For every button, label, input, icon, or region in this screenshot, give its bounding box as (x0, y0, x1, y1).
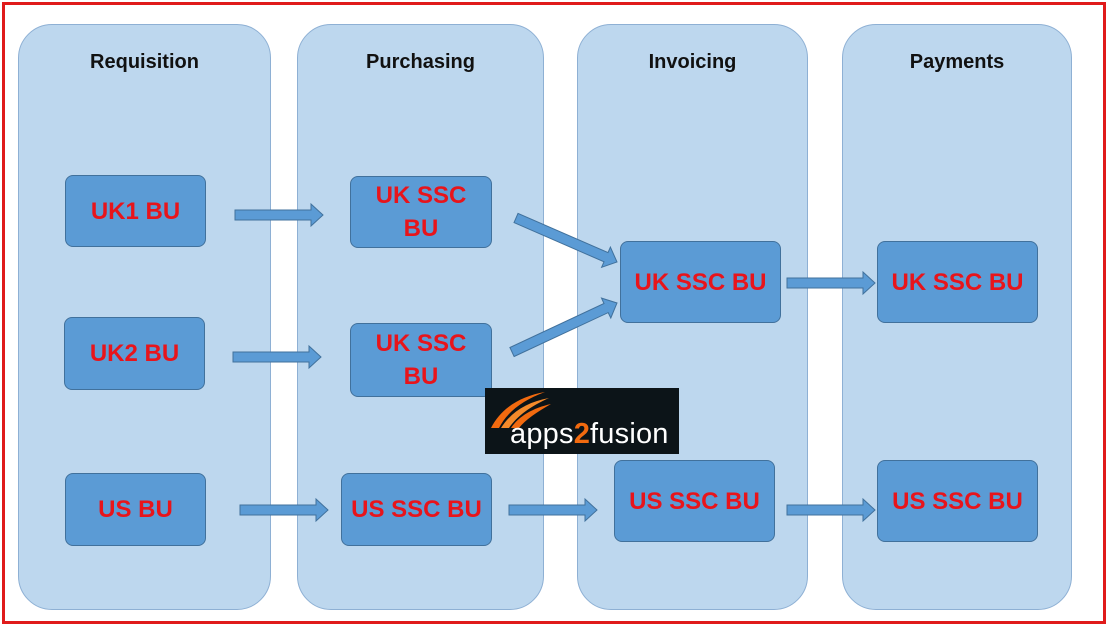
arrow-us-to-purchasing (239, 497, 329, 523)
box-purchasing-uk-ssc-bu-1: UK SSC BU (350, 176, 492, 248)
box-invoicing-us-ssc-bu: US SSC BU (614, 460, 775, 542)
box-uk2-bu: UK2 BU (64, 317, 205, 390)
lane-title-purchasing: Purchasing (366, 51, 475, 73)
logo-text-apps: apps (510, 418, 574, 450)
box-invoicing-uk-ssc-bu: UK SSC BU (620, 241, 781, 323)
swoosh-icon (491, 392, 551, 428)
box-purchasing-us-ssc-bu: US SSC BU (341, 473, 492, 546)
arrow-uk1-to-purchasing (234, 202, 324, 228)
box-us-bu: US BU (65, 473, 206, 546)
arrow-purchasing-uk-2-to-invoicing (509, 297, 618, 358)
logo-wordmark: apps2fusion (510, 418, 669, 451)
lane-title-payments: Payments (909, 51, 1005, 73)
arrow-invoicing-us-to-payments (786, 497, 876, 523)
box-uk1-bu: UK1 BU (65, 175, 206, 247)
lane-title-requisition: Requisition (90, 51, 199, 73)
logo-text-2: 2 (573, 418, 591, 450)
apps2fusion-logo: apps2fusion (485, 388, 679, 454)
arrow-purchasing-uk-1-to-invoicing (513, 212, 618, 269)
arrow-purchasing-us-to-invoicing (508, 497, 598, 523)
arrow-uk2-to-purchasing (232, 344, 322, 370)
logo-text-fusion: fusion (590, 418, 669, 450)
arrow-invoicing-uk-to-payments (786, 270, 876, 296)
lane-title-invoicing: Invoicing (648, 51, 737, 73)
box-purchasing-uk-ssc-bu-2: UK SSC BU (350, 323, 492, 397)
box-payments-uk-ssc-bu: UK SSC BU (877, 241, 1038, 323)
box-payments-us-ssc-bu: US SSC BU (877, 460, 1038, 542)
